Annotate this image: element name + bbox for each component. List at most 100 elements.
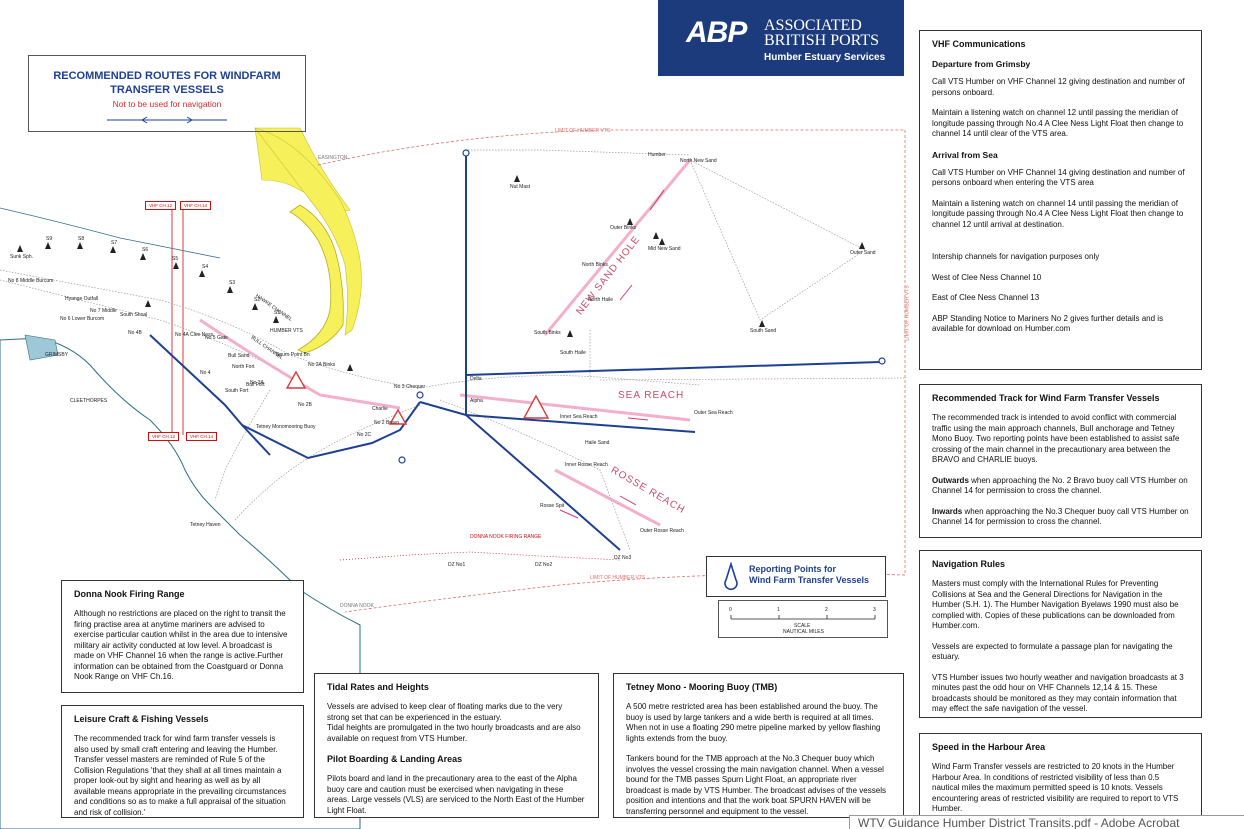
buoy-mark xyxy=(653,232,659,239)
buoy-label: No 2A Binks xyxy=(308,362,336,368)
tetney-p2: Tankers bound for the TMB approach at th… xyxy=(626,754,886,816)
pilot-heading: Pilot Boarding & Landing Areas xyxy=(327,754,463,764)
arrival-p2: Maintain a listening watch on channel 14… xyxy=(932,198,1184,229)
speed-harbour-box: Speed in the Harbour Area Wind Farm Tran… xyxy=(919,733,1202,825)
arrival-heading: Arrival from Sea xyxy=(932,149,998,160)
lane-sea-reach xyxy=(459,393,691,422)
buoy-label: Tetney Monomooring Buoy xyxy=(256,424,316,430)
vts-limit-top xyxy=(317,129,905,166)
org-sub: Humber Estuary Services xyxy=(764,52,886,63)
arrival-p1: Call VTS Humber on VHF Channel 14 giving… xyxy=(932,167,1185,188)
buoy-label: S2 xyxy=(254,297,261,303)
buoy-mark xyxy=(110,246,116,253)
buoy-mark xyxy=(514,175,520,182)
humber-north-coast xyxy=(0,207,221,259)
route-tetney xyxy=(241,424,271,456)
buoy-label: DZ No3 xyxy=(614,555,632,561)
buoy-mark xyxy=(145,300,151,307)
buoy-label: No 5 Gate xyxy=(205,335,228,341)
buoy-mark xyxy=(173,262,179,269)
buoy-label: S1 xyxy=(274,310,281,316)
nav-rules-heading: Navigation Rules xyxy=(932,559,1006,569)
scale-label-2: NAUTICAL MILES xyxy=(783,629,824,635)
scale-bar-graphic xyxy=(730,615,876,620)
channel-line-11 xyxy=(234,404,421,521)
warning-triangle-chequer xyxy=(388,408,408,425)
buoy-label: No 2C xyxy=(357,432,372,438)
buoy-label: Outer Sea Reach xyxy=(694,410,733,416)
track-p2-bold: Outwards xyxy=(932,475,969,485)
buoy-mark xyxy=(227,286,233,293)
buoy-label: DZ No2 xyxy=(535,562,553,568)
buoy-mark xyxy=(273,316,279,323)
reporting-point-icon xyxy=(724,562,738,591)
org-name: ASSOCIATED BRITISH PORTS xyxy=(764,18,879,49)
buoy-label: Spurn Point Bn xyxy=(276,352,310,358)
buoy-label: Bull Sand xyxy=(228,353,250,359)
lane-arrow-3 xyxy=(627,417,649,421)
route-rosse xyxy=(419,401,621,551)
label-donna-nook-range: DONNA NOOK FIRING RANGE xyxy=(470,534,542,540)
track-heading: Recommended Track for Wind Farm Transfer… xyxy=(932,393,1160,403)
navigation-rules-box: Navigation Rules Masters must comply wit… xyxy=(919,550,1202,718)
track-p3: Inwards when approaching the No.3 Cheque… xyxy=(932,507,1189,528)
buoy-mark xyxy=(627,218,633,225)
donna-p1: Although no restrictions are placed on t… xyxy=(74,609,288,681)
vhf-label-4: VHF CH.14 xyxy=(186,432,218,441)
pilot-p1: Pilots board and land in the precautiona… xyxy=(327,774,585,815)
route-north-east xyxy=(465,361,881,376)
title-box: RECOMMENDED ROUTES FOR WINDFARM TRANSFER… xyxy=(28,55,306,132)
buoy-label: No 3A xyxy=(250,380,264,386)
legend-box: Reporting Points for Wind Farm Transfer … xyxy=(706,556,886,597)
east-channel-text: East of Clee Ness Channel 13 xyxy=(932,293,1040,302)
buoy-label: No 4A Clee Ness xyxy=(175,332,214,338)
buoy-label: North New Sand xyxy=(680,158,717,164)
buoy-label: South Binks xyxy=(534,330,561,336)
departure-heading: Departure from Grimsby xyxy=(932,59,1031,69)
buoy-label: North Haile xyxy=(588,297,614,303)
buoy-label: No 6 Lower Burcom xyxy=(60,316,105,322)
buoy-label: Inner Rosse Reach xyxy=(565,462,608,468)
buoy-label: S4 xyxy=(202,264,209,270)
buoy-label: S8 xyxy=(78,236,85,242)
grimsby-dock xyxy=(24,334,59,361)
page-title-line2: TRANSFER VESSELS xyxy=(110,84,224,96)
vhf-communications-box: VHF Communications Departure from Grimsb… xyxy=(919,30,1202,370)
vhf-label-2: VHF CH.14 xyxy=(180,201,212,210)
buoy-label: Nut Mast xyxy=(510,184,531,190)
lane-rosse-reach xyxy=(554,468,661,527)
warning-triangle-bull xyxy=(285,370,307,389)
label-vts-limit-bottom: LIMIT OF HUMBER VTS xyxy=(590,575,646,581)
label-tetney-haven: Tetney Haven xyxy=(190,522,221,528)
route-sea-reach xyxy=(465,414,696,433)
reporting-point-bravo xyxy=(398,456,406,464)
label-easington: EASINGTON xyxy=(318,155,348,161)
buoy-label: North Fort xyxy=(232,364,255,370)
buoy-mark xyxy=(199,270,205,277)
west-channel-text: West of Clee Ness Channel 10 xyxy=(932,272,1042,282)
buoy-label: S9 xyxy=(46,236,53,242)
buoy-label: Charlie xyxy=(372,406,388,412)
buoy-mark xyxy=(45,242,51,249)
buoy-label: S5 xyxy=(172,256,179,262)
title-note: Not to be used for navigation xyxy=(112,99,222,109)
buoy-label: Outer Binks xyxy=(610,225,637,231)
scale-tick: 2 xyxy=(825,607,828,613)
nav-rules-p3: VTS Humber issues two hourly weather and… xyxy=(932,672,1184,714)
scale-tick: 0 xyxy=(729,607,732,613)
recommended-track-box: Recommended Track for Wind Farm Transfer… xyxy=(919,384,1202,538)
speed-p1: Wind Farm Transfer vessels are restricte… xyxy=(932,762,1179,813)
buoy-mark xyxy=(567,330,573,337)
lane-new-sand-hole xyxy=(543,159,692,336)
tetney-heading: Tetney Mono - Mooring Buoy (TMB) xyxy=(626,682,778,692)
buoy-label: S7 xyxy=(111,240,118,246)
tidal-rates-box: Tidal Rates and Heights Vessels are advi… xyxy=(314,673,599,818)
donna-nook-box: Donna Nook Firing Range Although no rest… xyxy=(61,580,304,693)
buoy-mark xyxy=(659,238,665,245)
tidal-p2: Tidal heights are promulgated in the two… xyxy=(327,723,581,743)
tidal-p1: Vessels are advised to keep clear of flo… xyxy=(327,702,563,722)
vhf-label-3: VHF CH.12 xyxy=(148,432,180,441)
buoy-label: Bull Fort xyxy=(246,382,265,388)
label-grimsby: GRIMSBY xyxy=(45,352,69,358)
track-p2: Outwards when approaching the No. 2 Brav… xyxy=(932,476,1189,497)
